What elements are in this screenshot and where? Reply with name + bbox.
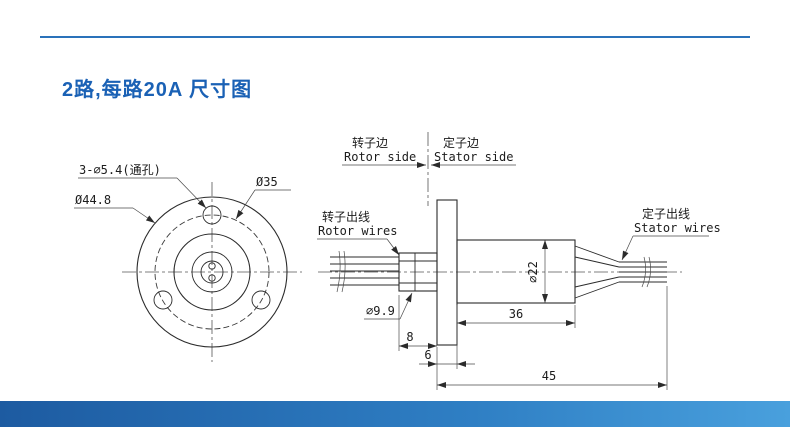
flange-thickness-label: 6 bbox=[424, 348, 431, 362]
total-length-dimension: 45 bbox=[437, 369, 667, 388]
front-view: 3-∅5.4(通孔) Ø44.8 Ø35 bbox=[74, 163, 302, 362]
extension-lines bbox=[398, 286, 668, 390]
boss-circle bbox=[191, 251, 233, 293]
body-circle bbox=[173, 233, 251, 311]
rotor-wires-label-en: Rotor wires bbox=[318, 224, 397, 238]
rotor-side-label-cn: 转子边 bbox=[352, 135, 388, 150]
contact-hole-top bbox=[208, 262, 216, 270]
rotor-wire-bundle bbox=[330, 250, 399, 293]
stator-wires-label-cn: 定子出线 bbox=[642, 206, 690, 221]
leader-line bbox=[386, 238, 400, 256]
bolt-circle-callout: Ø35 bbox=[235, 175, 291, 220]
shaft-diameter-callout: ∅9.9 bbox=[364, 292, 413, 320]
page-title: 2路,每路20A 尺寸图 bbox=[62, 79, 253, 102]
wire-break-mark bbox=[336, 250, 341, 293]
contact-hole-bottom bbox=[208, 274, 216, 282]
bolt-hole bbox=[153, 290, 173, 310]
leader-line bbox=[235, 189, 256, 220]
stator-side-label-en: Stator side bbox=[434, 150, 513, 164]
body-diameter-label: ∅22 bbox=[526, 261, 540, 283]
flange-section bbox=[436, 199, 458, 346]
body-length-label: 36 bbox=[509, 307, 523, 321]
footer-bar bbox=[0, 401, 790, 427]
body-section bbox=[456, 239, 576, 304]
shaft-length-dimension: 8 bbox=[399, 330, 437, 349]
wire-break-mark bbox=[646, 256, 651, 288]
rotor-side-label-en: Rotor side bbox=[344, 150, 416, 164]
rotor-wires-label-cn: 转子出线 bbox=[322, 209, 370, 224]
body-length-dimension: 36 bbox=[457, 307, 575, 326]
flange-diameter-callout: Ø44.8 bbox=[74, 193, 156, 224]
shaft-bore-circle bbox=[200, 260, 224, 284]
flange-diameter-label: Ø44.8 bbox=[75, 193, 111, 207]
stator-side-callout: 定子边 Stator side bbox=[431, 135, 516, 168]
body-diameter-dimension: ∅22 bbox=[526, 240, 548, 303]
flange-outer-circle bbox=[136, 196, 288, 348]
rotor-wires-callout: 转子出线 Rotor wires bbox=[317, 209, 400, 256]
rotor-side-callout: 转子边 Rotor side bbox=[342, 135, 426, 168]
stator-wire-bundle bbox=[574, 245, 667, 299]
header-rule bbox=[40, 36, 750, 38]
bolt-circle-label: Ø35 bbox=[256, 175, 278, 189]
bolt-hole bbox=[251, 290, 271, 310]
wire-break-mark bbox=[641, 256, 646, 288]
shaft-diameter-label: ∅9.9 bbox=[366, 304, 395, 318]
total-length-label: 45 bbox=[542, 369, 556, 383]
side-view: 转子边 Rotor side 定子边 Stator side 转子出线 Roto… bbox=[317, 132, 721, 390]
stator-wires-callout: 定子出线 Stator wires bbox=[621, 206, 721, 261]
wire-break-mark bbox=[341, 250, 346, 293]
stator-side-label-cn: 定子边 bbox=[443, 135, 479, 150]
leader-line bbox=[399, 292, 413, 320]
stator-wires-label-en: Stator wires bbox=[634, 221, 721, 235]
shaft-length-label: 8 bbox=[406, 330, 413, 344]
bolt-holes-callout: 3-∅5.4(通孔) bbox=[78, 163, 207, 209]
bolt-hole bbox=[202, 205, 222, 225]
bolt-circle bbox=[154, 214, 270, 330]
leader-line bbox=[621, 235, 634, 261]
leader-line bbox=[132, 207, 156, 224]
flange-thickness-dimension: 6 bbox=[419, 348, 475, 367]
leader-line bbox=[176, 177, 207, 209]
bolt-holes-label: 3-∅5.4(通孔) bbox=[79, 163, 161, 177]
